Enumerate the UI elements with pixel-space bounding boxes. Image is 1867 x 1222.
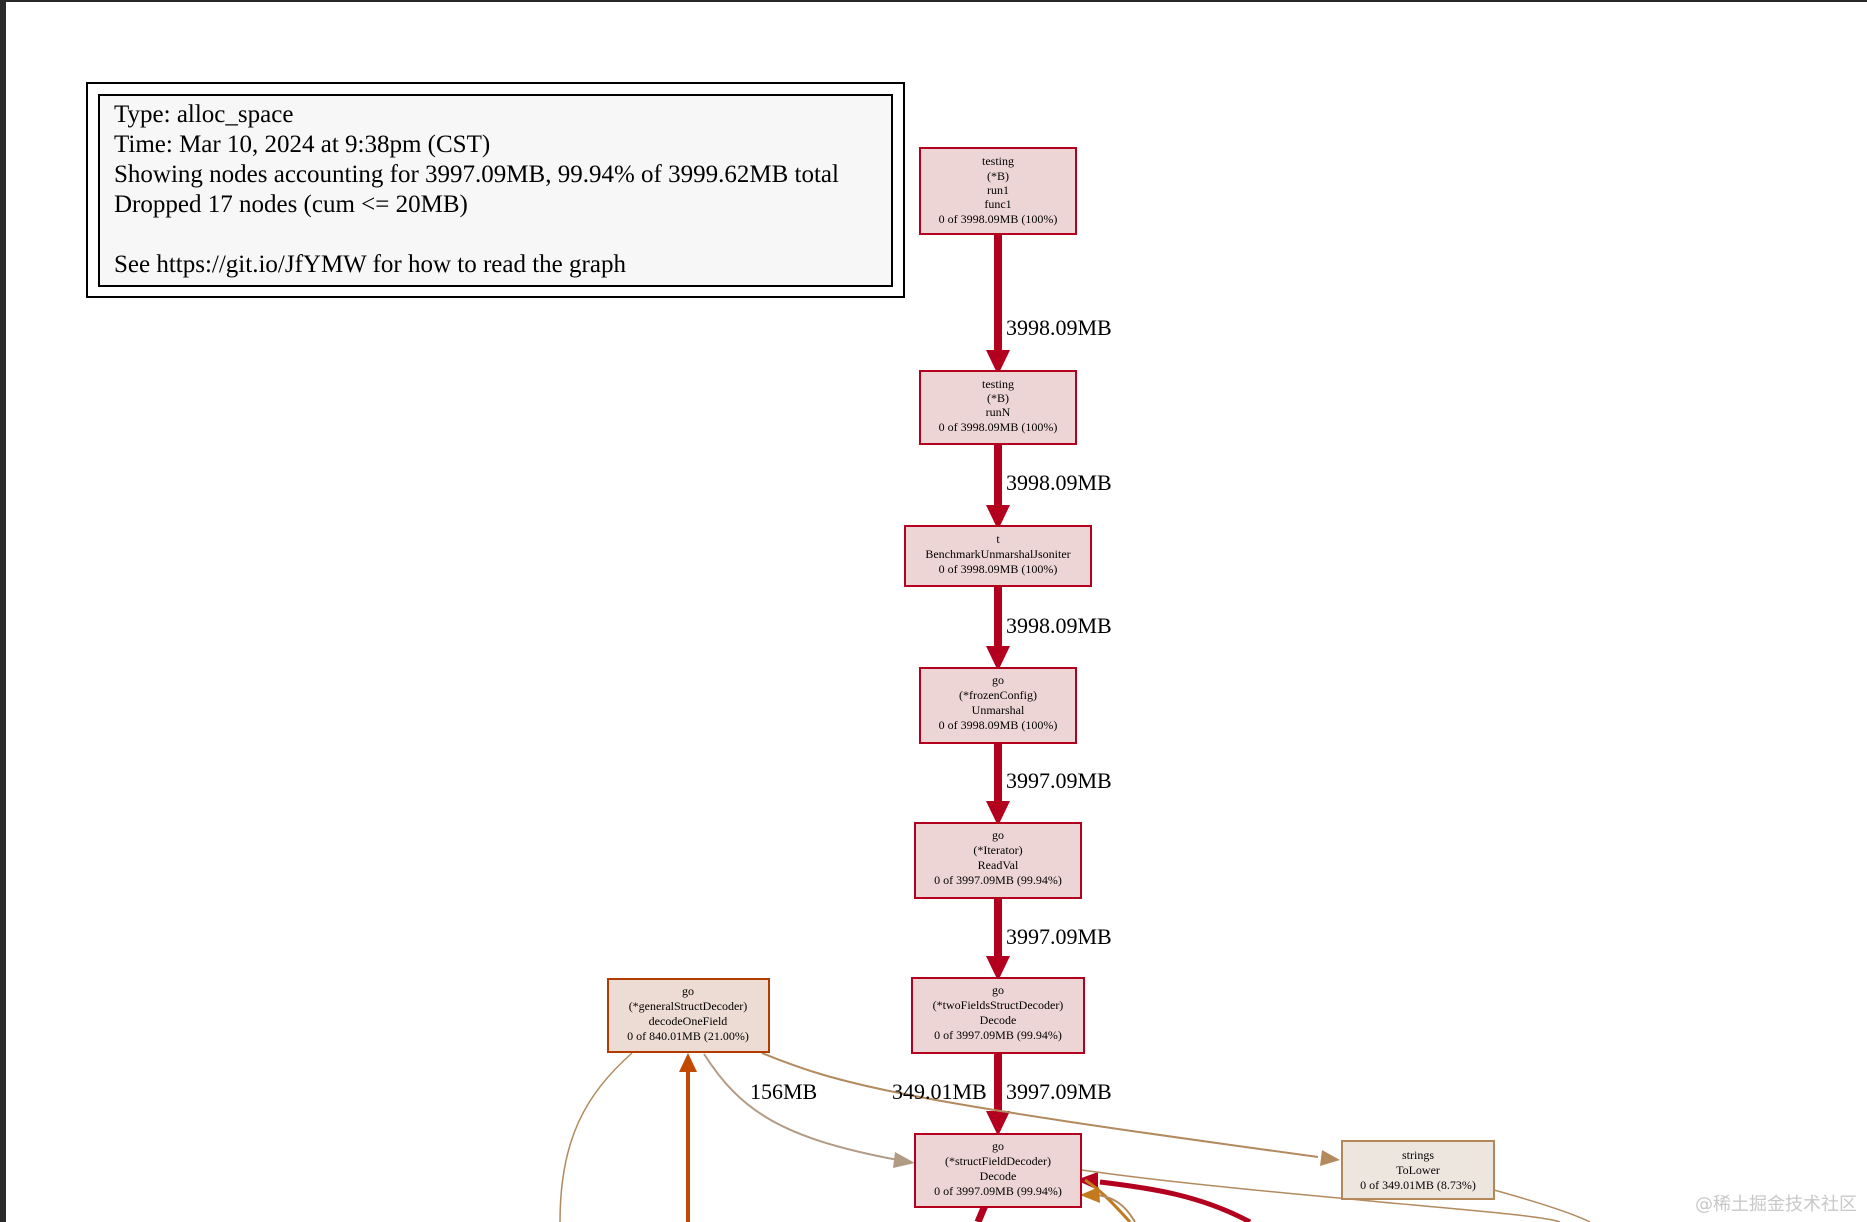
edge-twofields-to-structfield: 3997.09MB <box>986 1053 1112 1136</box>
svg-text:ToLower: ToLower <box>1396 1163 1440 1177</box>
node-twofields-struct-decoder[interactable]: go (*twoFieldsStructDecoder) Decode 0 of… <box>911 977 1085 1054</box>
edge-label-twofields-structfield: 3997.09MB <box>1006 1079 1112 1104</box>
legend-time: Time: Mar 10, 2024 at 9:38pm (CST) <box>114 131 491 158</box>
node-iterator-readval[interactable]: go (*Iterator) ReadVal 0 of 3997.09MB (9… <box>914 822 1082 899</box>
svg-text:go: go <box>992 983 1004 997</box>
svg-text:(*B): (*B) <box>987 391 1009 405</box>
node-benchmark-unmarshal-jsoniter[interactable]: t BenchmarkUnmarshalJsoniter 0 of 3998.0… <box>904 525 1092 587</box>
edge-partial-from-tolower <box>1493 1189 1591 1222</box>
svg-text:0 of 3998.09MB (100%): 0 of 3998.09MB (100%) <box>939 718 1058 732</box>
node-strings-tolower[interactable]: strings ToLower 0 of 349.01MB (8.73%) <box>1341 1140 1495 1200</box>
edge-to-tolower: 349.01MB <box>761 1052 1340 1166</box>
svg-text:runN: runN <box>986 405 1011 419</box>
svg-text:0 of 3998.09MB (100%): 0 of 3998.09MB (100%) <box>939 420 1058 434</box>
svg-text:0 of 3997.09MB (99.94%): 0 of 3997.09MB (99.94%) <box>934 873 1062 887</box>
edge-label-unmarshal-readval: 3997.09MB <box>1006 768 1112 793</box>
svg-text:go: go <box>992 673 1004 687</box>
svg-text:BenchmarkUnmarshalJsoniter: BenchmarkUnmarshalJsoniter <box>925 547 1070 561</box>
svg-text:t: t <box>996 532 1000 546</box>
svg-text:decodeOneField: decodeOneField <box>649 1014 728 1028</box>
edge-unmarshal-to-readval: 3997.09MB <box>986 743 1112 826</box>
svg-text:Unmarshal: Unmarshal <box>972 703 1025 717</box>
svg-text:go: go <box>992 1139 1004 1153</box>
svg-text:0 of 3997.09MB (99.94%): 0 of 3997.09MB (99.94%) <box>934 1184 1062 1198</box>
svg-text:0 of 3997.09MB (99.94%): 0 of 3997.09MB (99.94%) <box>934 1028 1062 1042</box>
node-structfield-decoder[interactable]: go (*structFieldDecoder) Decode 0 of 399… <box>914 1133 1082 1208</box>
svg-text:(*twoFieldsStructDecoder): (*twoFieldsStructDecoder) <box>933 998 1064 1012</box>
edge-label-to-tolower: 349.01MB <box>892 1079 987 1104</box>
edge-partial-into-structfield-2 <box>1080 1178 1136 1222</box>
edge-readval-to-twofields: 3997.09MB <box>986 898 1112 981</box>
edge-partial-left <box>559 1052 633 1222</box>
svg-text:testing: testing <box>982 154 1014 168</box>
edge-label-decodeonefield-structfield: 156MB <box>750 1079 817 1104</box>
svg-text:testing: testing <box>982 377 1014 391</box>
node-frozenconfig-unmarshal[interactable]: go (*frozenConfig) Unmarshal 0 of 3998.0… <box>919 667 1077 744</box>
svg-text:strings: strings <box>1402 1148 1434 1162</box>
svg-text:(*B): (*B) <box>987 169 1009 183</box>
edge-partial-into-structfield-1 <box>1076 1172 1252 1222</box>
svg-text:(*frozenConfig): (*frozenConfig) <box>959 688 1037 702</box>
edge-partial-into-decodeonefield <box>679 1053 697 1222</box>
svg-text:Decode: Decode <box>980 1013 1017 1027</box>
svg-text:ReadVal: ReadVal <box>978 858 1019 872</box>
legend-showing: Showing nodes accounting for 3997.09MB, … <box>114 161 839 188</box>
edge-run1-to-runN: 3998.09MB <box>986 234 1112 375</box>
svg-text:(*structFieldDecoder): (*structFieldDecoder) <box>945 1154 1051 1168</box>
node-testing-runN[interactable]: testing (*B) runN 0 of 3998.09MB (100%) <box>919 370 1077 445</box>
edge-runN-to-benchmark: 3998.09MB <box>986 444 1112 530</box>
svg-text:Decode: Decode <box>980 1169 1017 1183</box>
svg-text:0 of 3998.09MB (100%): 0 of 3998.09MB (100%) <box>939 562 1058 576</box>
legend-dropped: Dropped 17 nodes (cum <= 20MB) <box>114 191 468 218</box>
svg-text:(*Iterator): (*Iterator) <box>973 843 1022 857</box>
svg-text:0 of 840.01MB (21.00%): 0 of 840.01MB (21.00%) <box>627 1029 749 1043</box>
svg-text:(*generalStructDecoder): (*generalStructDecoder) <box>629 999 748 1013</box>
svg-text:go: go <box>682 984 694 998</box>
edge-label-runN-benchmark: 3998.09MB <box>1006 470 1112 495</box>
legend-type: Type: alloc_space <box>114 101 294 128</box>
svg-text:run1: run1 <box>987 183 1009 197</box>
edge-benchmark-to-unmarshal: 3998.09MB <box>986 586 1112 671</box>
svg-text:0 of 349.01MB (8.73%): 0 of 349.01MB (8.73%) <box>1360 1178 1476 1192</box>
legend-box: Type: alloc_space Time: Mar 10, 2024 at … <box>98 94 893 287</box>
svg-text:0 of 3998.09MB (100%): 0 of 3998.09MB (100%) <box>939 212 1058 226</box>
window-left-border <box>0 0 6 1222</box>
node-testing-run1-func1[interactable]: testing (*B) run1 func1 0 of 3998.09MB (… <box>919 147 1077 235</box>
legend-spacer <box>114 220 877 250</box>
svg-text:go: go <box>992 828 1004 842</box>
edge-label-run1-runN: 3998.09MB <box>1006 315 1112 340</box>
watermark: @稀土掘金技术社区 <box>1695 1194 1857 1215</box>
window-top-border <box>0 0 1867 2</box>
edge-label-benchmark-unmarshal: 3998.09MB <box>1006 613 1112 638</box>
edge-decodeonefield-to-structfield: 156MB <box>703 1053 915 1168</box>
legend-help-link[interactable]: See https://git.io/JfYMW for how to read… <box>114 251 626 278</box>
node-general-struct-decoder[interactable]: go (*generalStructDecoder) decodeOneFiel… <box>607 978 770 1053</box>
svg-text:func1: func1 <box>984 197 1011 211</box>
edge-label-readval-twofields: 3997.09MB <box>1006 924 1112 949</box>
